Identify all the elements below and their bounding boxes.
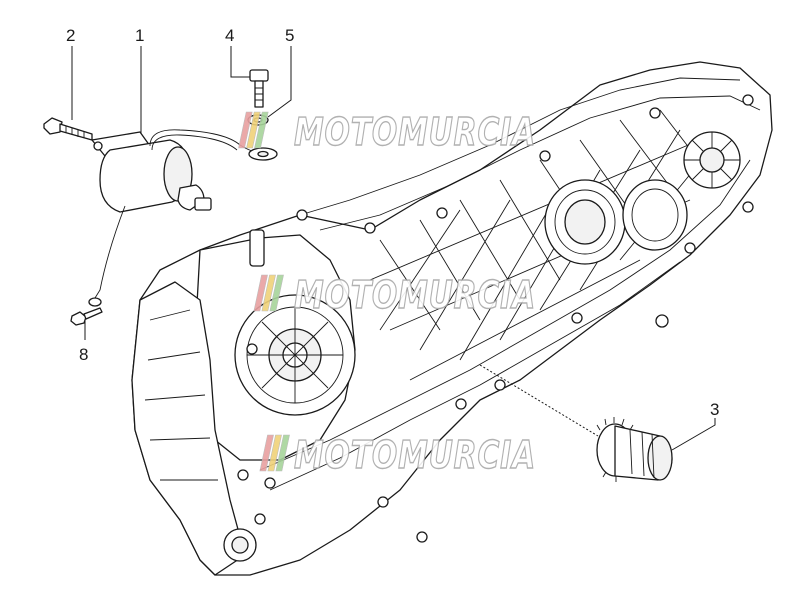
callout-label-4: 4	[225, 26, 234, 45]
leader-4	[230, 46, 250, 78]
callout-label-3: 3	[710, 400, 719, 419]
watermark-text: MOTOMURCIA	[294, 433, 536, 477]
watermark-bar-yellow	[246, 111, 261, 149]
watermark-bar-green	[275, 434, 290, 472]
screw	[249, 69, 269, 108]
leader-3-dash	[479, 364, 599, 437]
watermark-bar-red	[259, 434, 274, 472]
watermark-3: MOTOMURCIA	[259, 432, 536, 478]
watermark-bar-green	[254, 111, 269, 149]
callout-labels: 1 2 3 4 5 8	[66, 26, 719, 419]
callout-label-8: 8	[79, 345, 88, 364]
watermark-bar-red	[238, 111, 253, 149]
leader-lines	[71, 46, 716, 451]
watermark-bar-yellow	[267, 434, 282, 472]
starter-motor	[88, 129, 256, 307]
watermark-2: MOTOMURCIA	[253, 272, 536, 318]
crankcase	[131, 61, 773, 576]
watermark-bar-yellow	[261, 274, 276, 312]
callout-label-2: 2	[66, 26, 75, 45]
watermark-text: MOTOMURCIA	[294, 273, 536, 317]
watermark-text: MOTOMURCIA	[294, 110, 536, 154]
screw-small	[70, 307, 103, 326]
callout-label-5: 5	[285, 26, 294, 45]
watermark-bar-green	[269, 274, 284, 312]
callout-label-1: 1	[135, 26, 144, 45]
watermark-1: MOTOMURCIA	[238, 109, 536, 155]
starter-gear	[596, 417, 673, 482]
bolt	[43, 117, 93, 141]
leader-3	[671, 418, 716, 451]
leader-5	[267, 46, 292, 118]
watermark-bar-red	[253, 274, 268, 312]
